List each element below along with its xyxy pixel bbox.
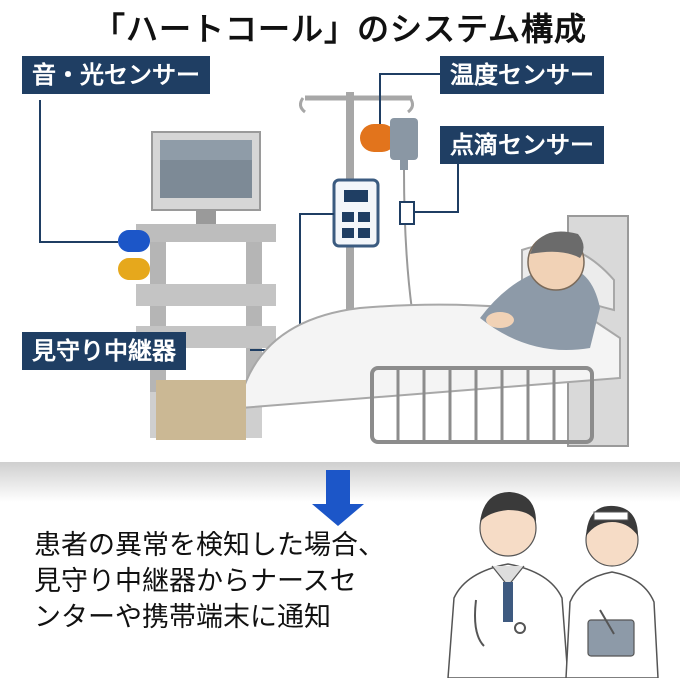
temperature-sensor-label: 温度センサー [440,56,604,94]
nurse-illustration [565,505,659,678]
drip-sensor-label: 点滴センサー [440,126,604,164]
doctor-illustration [447,492,569,678]
message-line-3: ンターや携帯端末に通知 [34,602,331,633]
temperature-sensor-device [360,124,396,152]
sound-light-sensor-device [118,230,150,280]
sound-sensor-connector [39,100,118,243]
drip-sensor-connector [414,152,459,213]
sound-light-sensor-label: 音・光センサー [22,56,210,94]
notification-message: 患者の異常を検知した場合、 見守り中継器からナースセ ンターや携帯端末に通知 [34,528,464,636]
page-title: 「ハートコール」のシステム構成 [92,10,588,48]
down-arrow-icon [312,470,364,526]
temperature-sensor-connector [379,73,440,124]
message-line-1: 患者の異常を検知した場合、 [34,530,385,561]
message-line-2: 見守り中継器からナースセ [34,566,357,597]
drip-sensor-device [399,201,415,225]
relay-device-label: 見守り中継器 [22,332,186,370]
patient [480,231,600,350]
relay-device [332,178,380,248]
iv-bag [390,118,418,311]
